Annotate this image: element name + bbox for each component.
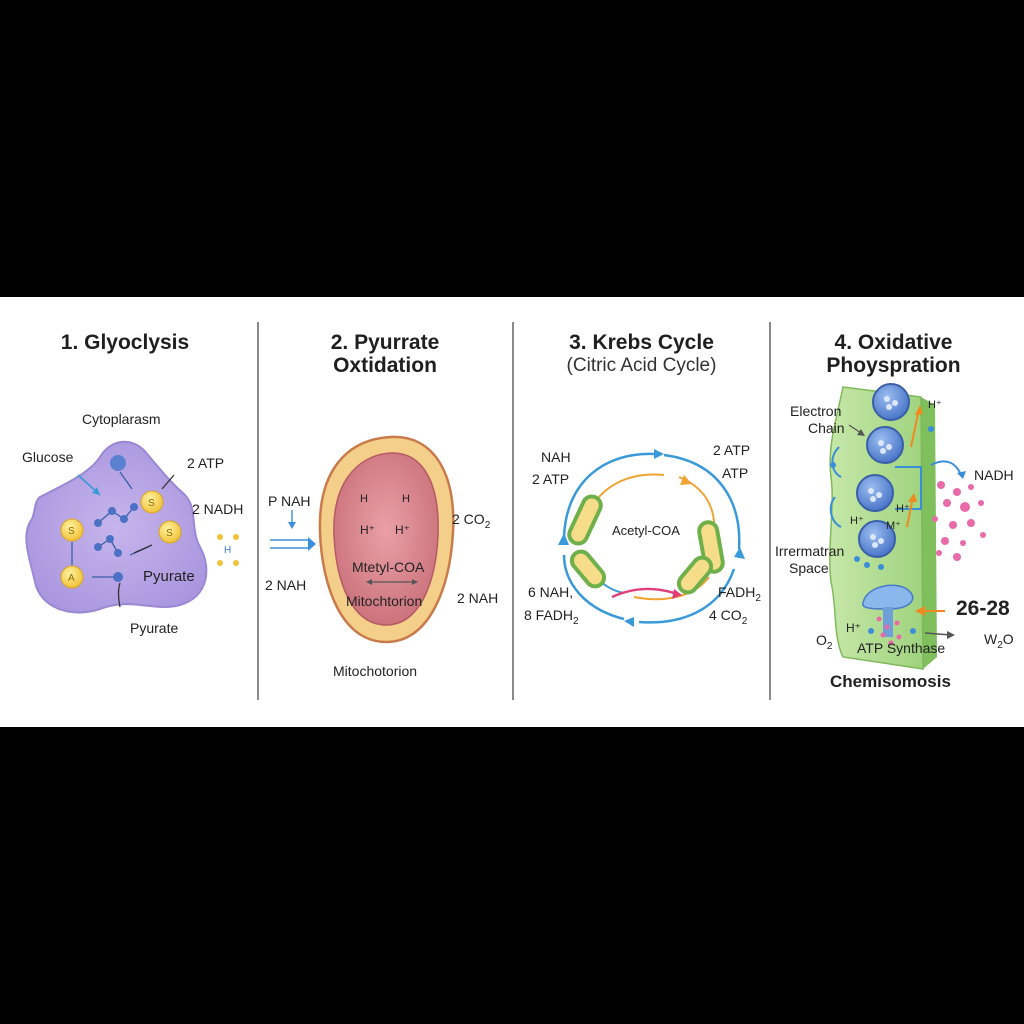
krebs-fadh-label: FADH2: [718, 584, 761, 604]
krebs-nah6-label: 6 NAH,: [528, 584, 574, 600]
stage-title: 1. Glyoclysis: [60, 331, 190, 354]
divider-3: [769, 322, 771, 700]
h-ion-bottom: H⁺: [846, 621, 861, 635]
divider-2: [512, 322, 514, 700]
h-ion-mid-2: H⁺: [896, 503, 910, 515]
a-letter: A: [68, 573, 75, 584]
stage-title: 3. Krebs Cycle: [569, 331, 714, 354]
krebs-cycle-ring: [558, 449, 745, 627]
nah-left-label: 2 NAH: [265, 577, 307, 593]
krebs-co2-label: 4 CO2: [709, 607, 748, 627]
electron-chain-label-1: Electron: [790, 403, 842, 419]
stage-title-line2: Phoyspration: [826, 354, 961, 377]
nadh-label: NADH: [974, 467, 1014, 483]
o2-label: O2: [816, 632, 833, 652]
co2-label: 2 CO2: [452, 511, 491, 531]
glucose-label: Glucose: [22, 449, 74, 465]
atp-count-label: 26-28: [956, 597, 1010, 620]
h-ion-3: H⁺: [360, 523, 375, 537]
s-letter-3: S: [166, 528, 173, 539]
pyruvate-output-label: Pyurate: [130, 620, 179, 636]
water-label: W2O: [984, 631, 1014, 651]
atp-synthase-label: ATP Synthase: [857, 640, 946, 656]
krebs-nah-label: NAH: [541, 449, 571, 465]
electron-chain-label-2: Chain: [808, 420, 845, 436]
h-letter: H: [224, 545, 232, 556]
h-ion-top: H⁺: [928, 399, 942, 411]
krebs-fadh8-label: 8 FADH2: [524, 607, 579, 627]
stage-title-line2: Oxtidation: [333, 354, 437, 377]
pnah-label: P NAH: [268, 493, 311, 509]
krebs-center-label: Acetyl-COA: [612, 523, 680, 538]
nah-right-label: 2 NAH: [457, 590, 499, 606]
atp-label: 2 ATP: [187, 455, 225, 471]
chemiosmosis-label: Chemisomosis: [830, 672, 951, 691]
mitochondrion-inner-label: Mitochtorion: [346, 593, 423, 609]
divider-1: [257, 322, 259, 700]
h-ion-mid-1: H⁺: [850, 515, 864, 527]
cytoplasm-blob: [25, 440, 239, 614]
stage-title-line1: 4. Oxidative: [834, 331, 953, 354]
m-ion-mid: M⁺: [886, 520, 901, 532]
acetyl-coa-label: Mtetyl-COA: [352, 559, 425, 575]
membrane-diagram: [829, 383, 986, 670]
stage-title-line1: 2. Pyurrate: [330, 331, 440, 354]
krebs-atp-right-label-2: ATP: [722, 465, 749, 481]
s-letter-2: S: [148, 498, 155, 509]
h-ion-2: H: [402, 493, 410, 505]
stage-subtitle: (Citric Acid Cycle): [566, 355, 717, 376]
mitochondrion-shape: [270, 435, 455, 644]
mitochondrion-bottom-label: Mitochotorion: [333, 663, 418, 679]
intermembrane-label-1: Irrermatran: [775, 543, 845, 559]
diagram-panel: 1. Glyoclysis: [0, 297, 1024, 727]
intermembrane-label-2: Space: [789, 560, 829, 576]
pyruvate-inside-label: Pyurate: [143, 568, 195, 585]
nadh-label: 2 NADH: [192, 501, 244, 517]
cytoplasm-label: Cytoplarasm: [82, 411, 161, 427]
krebs-atp-left-label: 2 ATP: [532, 471, 570, 487]
h-ion-1: H: [360, 493, 368, 505]
s-letter-1: S: [68, 526, 75, 537]
krebs-atp-right-label: 2 ATP: [713, 442, 751, 458]
h-ion-4: H⁺: [395, 523, 410, 537]
